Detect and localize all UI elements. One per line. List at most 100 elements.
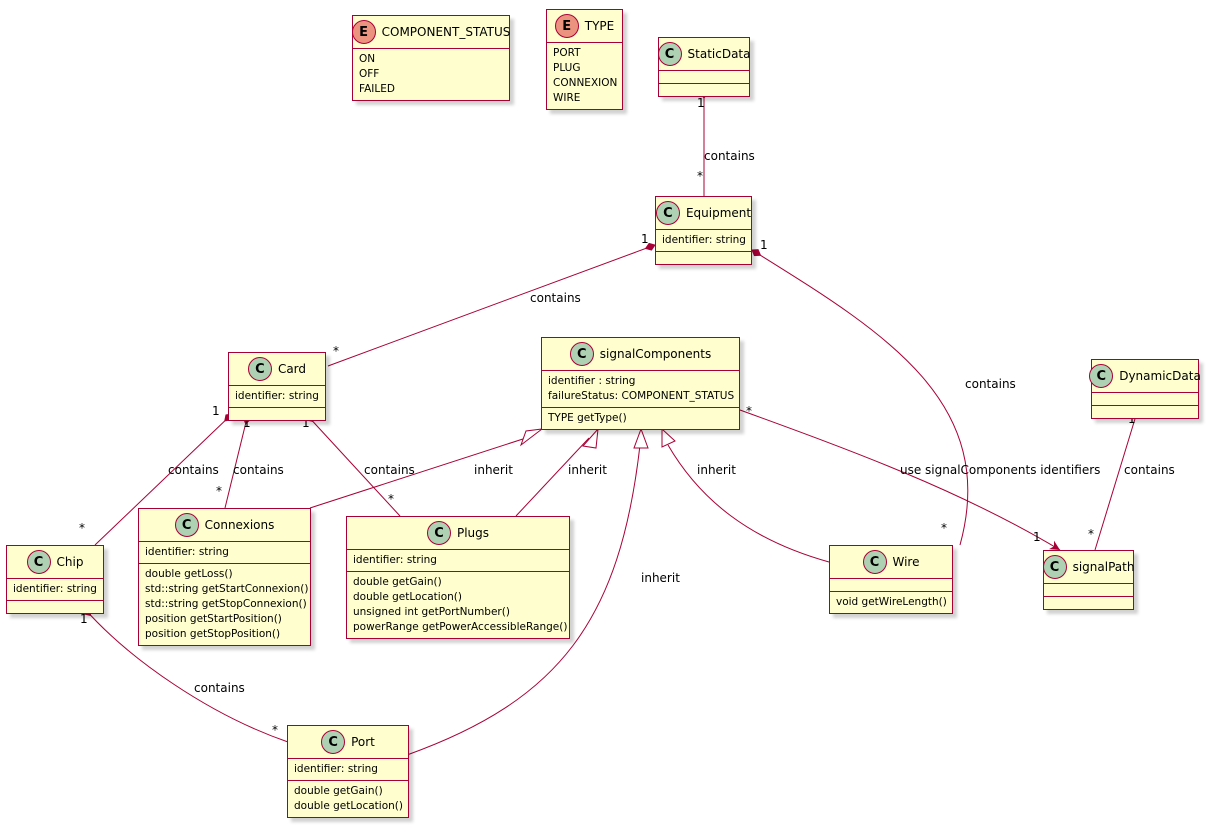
- label-staticdata-equipment: contains: [704, 149, 755, 163]
- inherit-triangle-connexions: [519, 428, 544, 447]
- mult-equipment-wire-from: 1: [760, 238, 768, 252]
- mult-signalcomponents-signalpath-to: 1: [1033, 530, 1041, 544]
- class-field: identifier: string: [662, 234, 746, 246]
- class-name: Plugs: [456, 526, 490, 540]
- mult-staticdata-equipment-to: *: [697, 169, 703, 183]
- class-staticdata[interactable]: C StaticData: [657, 37, 751, 97]
- mult-card-connexions-from: 1: [243, 416, 251, 430]
- class-equipment[interactable]: C Equipment identifier: string: [655, 196, 752, 265]
- class-name: DynamicData: [1119, 369, 1201, 383]
- edge-chip-port: [84, 608, 289, 743]
- class-name: signalComponents: [599, 347, 712, 361]
- mult-card-chip-from: 1: [212, 404, 220, 418]
- edge-plugs-inherit: [515, 437, 590, 517]
- mult-dynamicdata-signalpath-to: *: [1088, 527, 1094, 541]
- enum-badge-icon: E: [554, 14, 579, 38]
- class-method: powerRange getPowerAccessibleRange(): [353, 621, 568, 633]
- class-name: Equipment: [685, 206, 752, 220]
- mult-equipment-wire-to: *: [941, 521, 947, 535]
- class-name: Connexions: [204, 518, 275, 532]
- enum-name: COMPONENT_STATUS: [381, 25, 511, 39]
- label-chip-port: contains: [194, 681, 245, 695]
- class-method: position getStopPosition(): [145, 628, 281, 640]
- class-method: std::string getStopConnexion(): [145, 598, 307, 610]
- edge-card-plugs: [306, 414, 401, 517]
- edge-card-connexions: [224, 414, 248, 509]
- edge-wire-inherit: [667, 444, 830, 563]
- class-method: double getLocation(): [294, 800, 403, 812]
- edge-signalcomponents-signalpath: [739, 409, 1061, 551]
- edge-equipment-wire: [752, 250, 969, 546]
- class-badge-icon: C: [1089, 364, 1114, 388]
- class-method: std::string getStartConnexion(): [145, 583, 309, 595]
- class-badge-icon: C: [655, 201, 680, 225]
- class-badge-icon: C: [26, 550, 51, 574]
- mult-card-chip-to: *: [79, 521, 85, 535]
- mult-card-plugs-to: *: [388, 492, 394, 506]
- class-badge-icon: C: [657, 42, 682, 66]
- mult-dynamicdata-signalpath-from: 1: [1128, 412, 1136, 426]
- label-port-inherit: inherit: [641, 571, 680, 585]
- mult-signalcomponents-signalpath-from: *: [746, 404, 752, 418]
- enum-value: PLUG: [553, 62, 581, 74]
- inherit-triangle-wire: [661, 427, 676, 448]
- label-equipment-card: contains: [530, 291, 581, 305]
- class-name: Wire: [892, 555, 920, 569]
- mult-equipment-card-to: *: [333, 344, 339, 358]
- class-badge-icon: C: [321, 730, 346, 754]
- class-field: identifier: string: [13, 583, 97, 595]
- mult-staticdata-equipment-from: 1: [697, 96, 705, 110]
- class-badge-icon: C: [862, 550, 887, 574]
- enum-badge-icon: E: [351, 20, 376, 44]
- label-dynamicdata-signalpath: contains: [1124, 463, 1175, 477]
- class-field: identifier: string: [294, 763, 378, 775]
- label-card-connexions: contains: [233, 463, 284, 477]
- enum-value: ON: [359, 53, 376, 65]
- enum-value: WIRE: [553, 92, 581, 104]
- mult-chip-port-to: *: [272, 723, 278, 737]
- class-dynamicdata[interactable]: C DynamicData: [1089, 359, 1201, 419]
- class-wire[interactable]: C Wire void getWireLength(): [829, 545, 953, 614]
- class-name: Card: [277, 362, 307, 376]
- enum-value: PORT: [553, 47, 581, 59]
- edge-dynamicdata-signalpath: [1094, 409, 1138, 551]
- mult-chip-port-from: 1: [80, 612, 88, 626]
- class-method: position getStartPosition(): [145, 613, 282, 625]
- label-equipment-wire: contains: [965, 377, 1016, 391]
- label-plugs-inherit: inherit: [568, 463, 607, 477]
- class-field: identifier : string: [548, 375, 636, 387]
- class-name: Port: [351, 735, 375, 749]
- class-method: TYPE getType(): [548, 412, 627, 424]
- edge-equipment-card: [327, 245, 655, 367]
- class-badge-icon: C: [247, 357, 272, 381]
- label-connexions-inherit: inherit: [474, 463, 513, 477]
- class-name: Chip: [56, 555, 84, 569]
- inherit-triangle-plugs: [582, 427, 599, 449]
- class-method: void getWireLength(): [836, 596, 947, 608]
- label-card-plugs: contains: [364, 463, 415, 477]
- edge-card-chip: [94, 414, 232, 546]
- mult-card-connexions-to: *: [216, 484, 222, 498]
- class-badge-icon: C: [569, 342, 594, 366]
- class-method: double getGain(): [294, 785, 383, 797]
- edge-connexions-inherit: [309, 437, 527, 509]
- class-name: signalPath: [1072, 560, 1135, 574]
- class-method: double getLocation(): [353, 591, 462, 603]
- class-port[interactable]: C Port identifier: string double getGain(…: [287, 725, 409, 818]
- class-chip[interactable]: C Chip identifier: string: [6, 545, 104, 614]
- class-name: StaticData: [687, 47, 751, 61]
- enum-value: OFF: [359, 68, 380, 80]
- enum-name: TYPE: [584, 19, 615, 33]
- label-wire-inherit: inherit: [697, 463, 736, 477]
- label-signalcomponents-signalpath: use signalComponents identifiers: [900, 463, 1101, 477]
- class-field: failureStatus: COMPONENT_STATUS: [548, 390, 735, 402]
